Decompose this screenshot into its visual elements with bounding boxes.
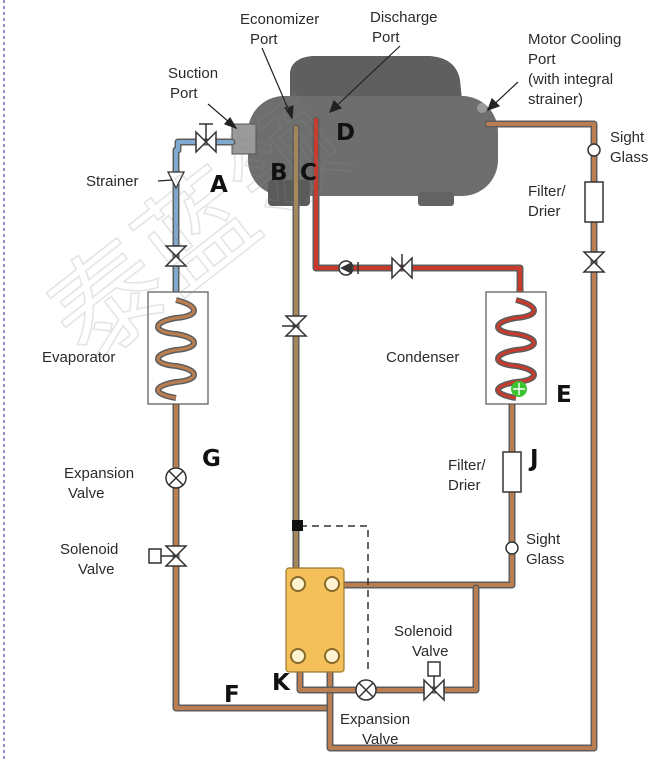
valve-icon bbox=[282, 315, 308, 337]
check-valve-icon bbox=[338, 260, 359, 276]
marker-j: J bbox=[528, 446, 539, 472]
valve-icon bbox=[391, 254, 413, 280]
marker-b: B bbox=[270, 160, 288, 186]
solenoid-valve-left-label: Solenoid Valve bbox=[60, 541, 123, 578]
filter-drier-icon bbox=[584, 181, 604, 223]
evaporator bbox=[147, 291, 209, 405]
solenoid-valve-icon bbox=[148, 545, 188, 567]
economizer-port-label: Economizer Port bbox=[240, 11, 323, 48]
valve-icon bbox=[195, 123, 217, 154]
evaporator-label: Evaporator bbox=[42, 349, 115, 366]
liquid-line-outline bbox=[330, 401, 516, 589]
discharge-port-label: Discharge Port bbox=[370, 9, 442, 46]
strainer-label: Strainer bbox=[86, 173, 139, 190]
leader-lines bbox=[157, 45, 519, 182]
sight-glass-right-label: Sight Glass bbox=[610, 129, 648, 166]
marker-a: A bbox=[210, 172, 228, 198]
solenoid-valve-icon bbox=[423, 661, 445, 702]
motor-cooling-port-label: Motor Cooling Port (with integral strain… bbox=[528, 31, 626, 108]
condenser-label: Condenser bbox=[386, 349, 459, 366]
motor-cooling-line bbox=[328, 122, 596, 750]
filter-drier-icon bbox=[502, 451, 522, 493]
solenoid-valve-bottom-label: Solenoid Valve bbox=[394, 623, 457, 660]
expansion-valve-left-label: Expansion Valve bbox=[64, 465, 138, 502]
marker-g: G bbox=[202, 446, 221, 472]
hx-bypass-line bbox=[298, 586, 478, 692]
marker-e: E bbox=[556, 382, 572, 408]
marker-f: F bbox=[224, 682, 240, 708]
expansion-valve-icon bbox=[165, 467, 187, 489]
discharge-line bbox=[314, 118, 522, 297]
expansion-valve-icon bbox=[355, 679, 377, 701]
compressor bbox=[231, 56, 498, 206]
condenser bbox=[485, 291, 547, 405]
sight-glass-icon bbox=[587, 143, 601, 157]
valve-icon bbox=[582, 251, 606, 273]
filter-drier-right-label: Filter/ Drier bbox=[528, 183, 570, 220]
sensing-bulb bbox=[292, 520, 303, 531]
marker-k: K bbox=[272, 670, 291, 696]
evap-feed-line bbox=[174, 403, 332, 710]
sight-glass-mid-label: Sight Glass bbox=[526, 531, 564, 568]
valve-icon bbox=[164, 245, 188, 267]
marker-d: D bbox=[336, 120, 355, 146]
expansion-valve-bottom-label: Expansion Valve bbox=[340, 711, 414, 748]
economizer-heat-exchanger bbox=[285, 567, 345, 673]
marker-c: C bbox=[300, 160, 317, 186]
filter-drier-mid-label: Filter/ Drier bbox=[448, 457, 490, 494]
sight-glass-icon bbox=[505, 541, 519, 555]
liquid-line bbox=[332, 403, 514, 587]
suction-port-label: Suction Port bbox=[168, 65, 222, 102]
